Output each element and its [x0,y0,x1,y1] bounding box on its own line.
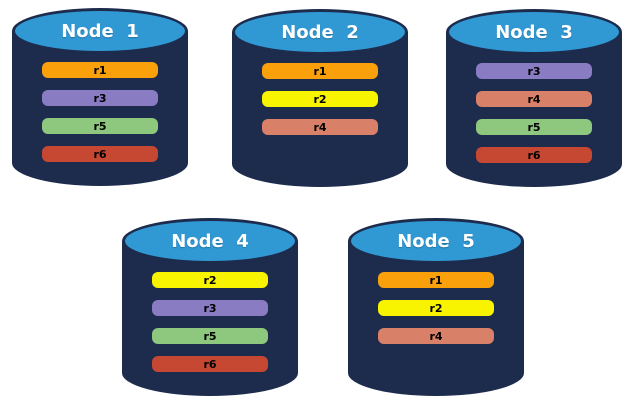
node-cylinder-1: Node 1 r1 r3 r5 r6 [12,8,188,186]
replica-list: r1 r2 r4 [232,63,408,135]
replica-bar: r3 [152,300,268,316]
replica-bar: r3 [476,63,592,79]
replica-list: r2 r3 r5 r6 [122,272,298,372]
node-title: Node 2 [281,21,359,43]
replica-bar: r1 [42,62,158,78]
node-cylinder-5: Node 5 r1 r2 r4 [348,218,524,396]
replica-bar: r2 [262,91,378,107]
node-cylinder-2: Node 2 r1 r2 r4 [232,9,408,187]
node-cylinder-4: Node 4 r2 r3 r5 r6 [122,218,298,396]
replica-bar: r4 [378,328,494,344]
replica-bar: r1 [262,63,378,79]
cylinder-bottom [232,141,408,187]
node-title: Node 4 [171,230,249,252]
node-title: Node 5 [397,230,475,252]
node-title: Node 1 [61,20,139,42]
cylinder-top [122,218,298,264]
replica-bar: r6 [42,146,158,162]
cylinder-bottom [348,350,524,396]
cylinder-top [446,9,622,55]
replica-list: r3 r4 r5 r6 [446,63,622,163]
replica-bar: r6 [476,147,592,163]
node-title: Node 3 [495,21,573,43]
replica-bar: r5 [152,328,268,344]
replica-bar: r3 [42,90,158,106]
replica-bar: r4 [476,91,592,107]
replica-bar: r4 [262,119,378,135]
node-cylinder-3: Node 3 r3 r4 r5 r6 [446,9,622,187]
replica-bar: r2 [378,300,494,316]
replica-bar: r2 [152,272,268,288]
cylinder-top [12,8,188,54]
replica-bar: r6 [152,356,268,372]
replica-list: r1 r2 r4 [348,272,524,344]
replica-bar: r5 [42,118,158,134]
cylinder-top [232,9,408,55]
cylinder-top [348,218,524,264]
replica-bar: r1 [378,272,494,288]
replica-list: r1 r3 r5 r6 [12,62,188,162]
replica-bar: r5 [476,119,592,135]
